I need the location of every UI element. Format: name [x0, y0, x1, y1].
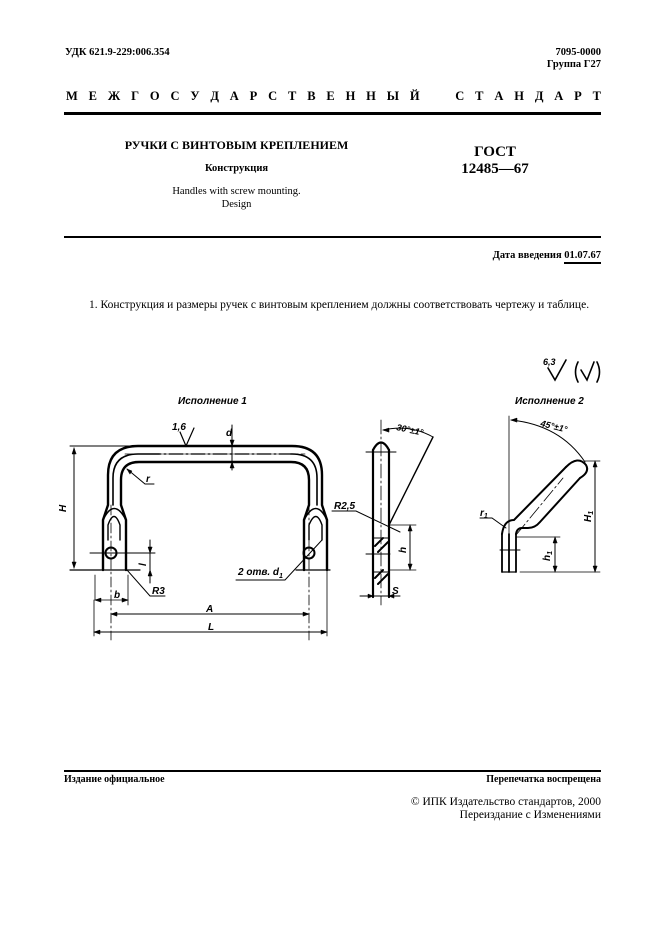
reissue-note: Переиздание с Изменениями: [459, 809, 601, 821]
heading-letter: А: [494, 89, 504, 103]
label-r: r: [146, 474, 151, 485]
heading-letter: Т: [288, 89, 297, 103]
heading-letter: А: [229, 89, 239, 103]
heading-letter: А: [554, 89, 564, 103]
heading-letter: С: [268, 89, 278, 103]
heading-letter: Г: [131, 89, 140, 103]
label-roughness-1-6: 1,6: [172, 422, 186, 433]
gost-number: 12485—67: [461, 161, 529, 177]
gost-designation: ГОСТ 12485—67: [440, 144, 550, 178]
heading-letter: Р: [249, 89, 258, 103]
intro-date: Дата введения 01.07.67: [492, 250, 601, 264]
gost-label: ГОСТ: [474, 144, 516, 160]
label-r1: r1: [480, 508, 488, 520]
label-R3: R3: [152, 586, 165, 597]
footer-rule: [64, 770, 601, 772]
variant-2-label: Исполнение 2: [515, 396, 584, 407]
label-h: h: [398, 547, 409, 553]
reprint-forbidden-note: Перепечатка воспрещена: [486, 774, 601, 785]
classification-block: 7095-0000 Группа Г27: [547, 47, 601, 71]
label-A: A: [205, 604, 213, 615]
product-code: 7095-0000: [555, 47, 602, 58]
group-code: Группа Г27: [546, 59, 601, 70]
heading-letter: М: [66, 89, 78, 103]
label-d: d: [226, 428, 233, 439]
standard-type-heading: М Е Ж Г О С У Д А Р С Т В Е Н Н Ы Й С Т …: [66, 89, 601, 104]
label-angle-45: 45°±1°: [539, 418, 569, 435]
heading-letter: Н: [514, 89, 524, 103]
title-en-line-2: Design: [221, 199, 252, 210]
heading-letter: Й: [409, 89, 420, 103]
variant-1-label: Исполнение 1: [178, 396, 247, 407]
label-S: S: [392, 586, 399, 597]
title-rule: [64, 236, 601, 238]
technical-drawing: 6,3 Исполнение 1 Исполнение 2 1,6 d r H …: [58, 357, 601, 641]
title-en-line-1: Handles with screw mounting.: [172, 186, 301, 197]
heading-letter: Т: [592, 89, 601, 103]
copyright: © ИПК Издательство стандартов, 2000: [410, 796, 601, 808]
heading-letter: В: [307, 89, 316, 103]
label-b: b: [114, 590, 120, 601]
heading-letter: Н: [366, 89, 376, 103]
roughness-symbol: [547, 359, 601, 383]
document-subtitle: Конструкция: [204, 163, 269, 174]
label-holes: 2 отв. d1: [237, 567, 283, 580]
heading-letter: С: [170, 89, 180, 103]
heading-letter: Т: [475, 89, 484, 103]
heading-letter: Д: [534, 89, 544, 103]
label-h1: h1: [542, 551, 554, 561]
label-H: H: [58, 504, 69, 512]
heading-letter: Ы: [386, 89, 400, 103]
document-title: РУЧКИ С ВИНТОВЫМ КРЕПЛЕНИЕМ: [124, 138, 349, 152]
heading-letter: Ж: [107, 89, 121, 103]
label-angle-30: 30°±1°: [396, 422, 425, 438]
label-H1: H1: [583, 511, 595, 522]
document-title-english: Handles with screw mounting. Design: [64, 185, 409, 211]
roughness-value: 6,3: [543, 357, 556, 367]
heading-letter: О: [149, 89, 160, 103]
label-R2-5: R2,5: [334, 501, 356, 512]
heading-letter: Е: [326, 89, 335, 103]
heading-letter: Д: [210, 89, 219, 103]
copyright-block: © ИПК Издательство стандартов, 2000 Пере…: [411, 796, 601, 822]
udk-code: УДК 621.9-229:006.354: [65, 47, 170, 58]
heading-letter: У: [190, 89, 200, 103]
label-L: L: [208, 622, 214, 633]
intro-date-label: Дата введения: [492, 250, 562, 261]
header-rule: [64, 112, 601, 115]
heading-letter: Р: [574, 89, 582, 103]
heading-letter: Е: [88, 89, 97, 103]
paragraph-1: 1. Конструкция и размеры ручек с винтовы…: [89, 299, 590, 311]
intro-date-value: 01.07.67: [564, 250, 601, 264]
heading-letter: С: [455, 89, 465, 103]
official-edition-note: Издание официальное: [64, 774, 165, 785]
heading-letter: Н: [345, 89, 356, 103]
label-l: l: [138, 563, 149, 566]
